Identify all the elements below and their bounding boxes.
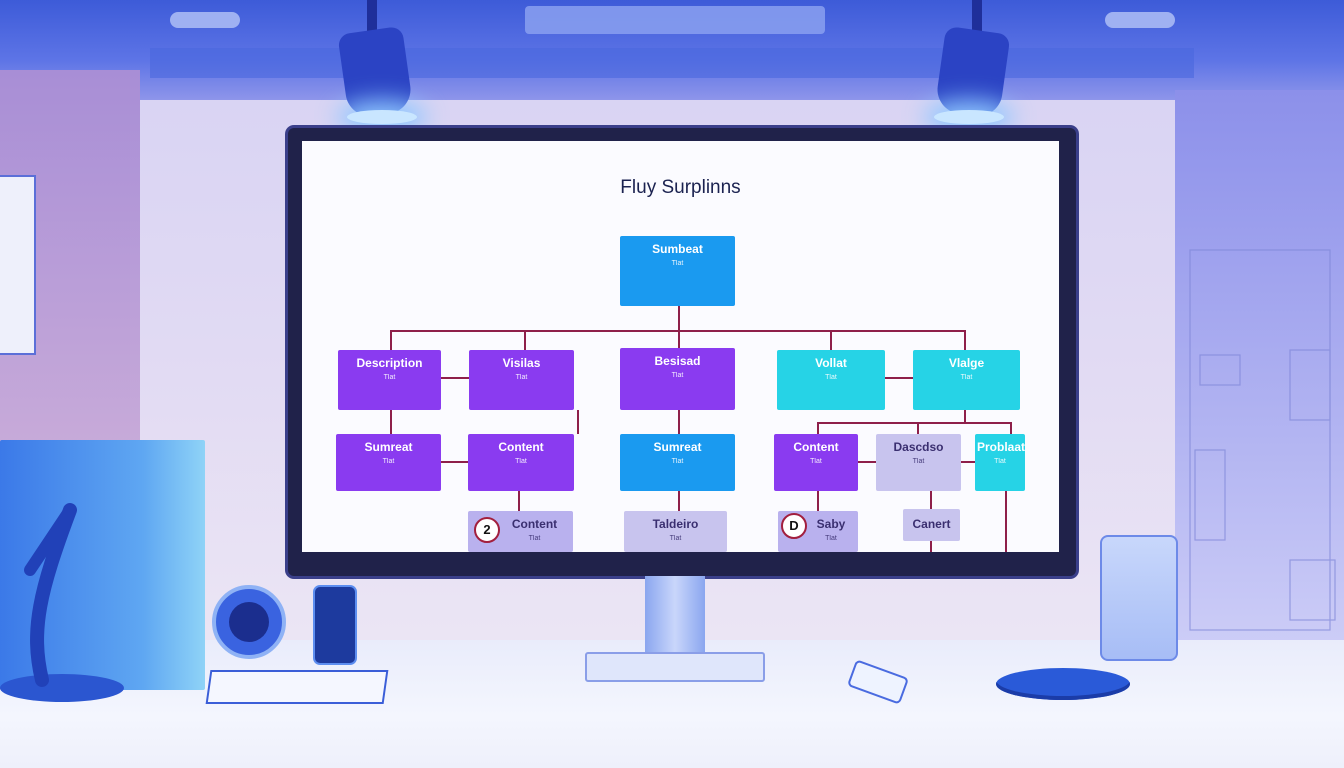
- desk-tablet: [1100, 535, 1178, 661]
- node-description: Tlat: [671, 372, 684, 379]
- node-description: Tlat: [671, 260, 684, 267]
- diagram-node-sumreat[interactable]: Sumreat Tlat: [336, 434, 441, 491]
- connector: [390, 410, 392, 434]
- diagram-node-sumreat-2[interactable]: Sumreat Tlat: [620, 434, 735, 491]
- ceiling-panel: [150, 48, 1194, 78]
- ceiling-vent: [525, 6, 825, 34]
- connector: [518, 491, 520, 511]
- monitor-screen: Fluy Surplinns Sumbeat Tlat Description …: [302, 141, 1059, 552]
- connector: [678, 306, 680, 330]
- node-description: Tlat: [825, 535, 837, 542]
- diagram-node-vollat[interactable]: Vollat Tlat: [777, 350, 885, 410]
- desk-phone: [313, 585, 357, 665]
- node-description: Tlat: [671, 458, 684, 465]
- node-title: Content: [498, 440, 544, 454]
- ceiling-light-left: [170, 12, 240, 28]
- node-badge: 2: [474, 517, 500, 543]
- connector: [830, 330, 832, 350]
- desk-speaker: [212, 585, 286, 659]
- node-description: Tlat: [960, 374, 973, 381]
- connector: [390, 330, 392, 350]
- connector: [1010, 422, 1012, 434]
- spotlight-left: [335, 0, 420, 130]
- diagram-node-taldeiro[interactable]: Taldeiro Tlat: [624, 511, 727, 552]
- node-description: Tlat: [825, 374, 837, 381]
- node-description: Tlat: [528, 535, 541, 542]
- node-description: Tlat: [515, 458, 527, 465]
- node-title: Sumbeat: [652, 242, 703, 256]
- connector: [885, 377, 913, 379]
- node-title: Content: [511, 517, 558, 531]
- connector: [678, 410, 680, 434]
- connector: [678, 491, 680, 511]
- node-title: Saby: [816, 517, 846, 531]
- diagram-node-vlalge[interactable]: Vlalge Tlat: [913, 350, 1020, 410]
- connector: [817, 491, 819, 511]
- connector: [930, 491, 932, 509]
- diagram-node-root[interactable]: Sumbeat Tlat: [620, 236, 735, 306]
- connector: [817, 422, 1012, 424]
- right-wall: [1175, 90, 1344, 690]
- desk-charging-pad: [996, 668, 1130, 700]
- connector: [817, 422, 819, 434]
- node-description: Tlat: [382, 458, 395, 465]
- node-title: Canert: [912, 517, 951, 531]
- monitor-base: [585, 652, 765, 682]
- desk-notepad: [205, 670, 389, 704]
- diagram-node-content[interactable]: Content Tlat: [468, 434, 574, 491]
- diagram-node-dascdso[interactable]: Dascdso Tlat: [876, 434, 961, 491]
- node-title: Description: [356, 356, 423, 370]
- connector: [441, 377, 469, 379]
- node-title: Vollat: [815, 356, 847, 370]
- connector: [524, 330, 526, 350]
- node-title: Content: [793, 440, 839, 454]
- desk-lamp-icon: [0, 480, 130, 710]
- diagram-node-canert[interactable]: Canert: [903, 509, 960, 541]
- diagram-node-problaat[interactable]: Problaat Tlat: [975, 434, 1025, 491]
- diagram-title: Fluy Surplinns: [620, 177, 741, 198]
- node-title: Taldeiro: [652, 517, 699, 531]
- connector: [441, 461, 469, 463]
- wall-frame: [0, 175, 36, 355]
- diagram-node-besisad[interactable]: Besisad Tlat: [620, 348, 735, 410]
- connector: [858, 461, 876, 463]
- monitor-stand: [645, 576, 705, 658]
- node-title: Dascdso: [893, 440, 944, 454]
- node-title: Visilas: [502, 356, 541, 370]
- node-title: Vlalge: [948, 356, 985, 370]
- node-description: Tlat: [669, 535, 682, 542]
- connector: [961, 461, 975, 463]
- connector: [930, 541, 932, 552]
- wall-sketch-icon: [1189, 249, 1336, 631]
- spotlight-right: [930, 0, 1015, 130]
- node-description: Tlat: [994, 458, 1006, 465]
- node-description: Tlat: [810, 458, 822, 465]
- connector: [964, 410, 966, 422]
- diagram-node-content-2[interactable]: Content Tlat: [774, 434, 858, 491]
- node-description: Tlat: [912, 458, 925, 465]
- connector: [1005, 491, 1007, 552]
- node-title: Sumreat: [364, 440, 413, 454]
- diagram-node-visilas[interactable]: Visilas Tlat: [469, 350, 574, 410]
- node-title: Sumreat: [653, 440, 702, 454]
- node-description: Tlat: [515, 374, 528, 381]
- node-description: Tlat: [383, 374, 396, 381]
- node-title: Problaat: [977, 440, 1026, 454]
- diagram-node-description[interactable]: Description Tlat: [338, 350, 441, 410]
- connector: [390, 330, 965, 332]
- node-title: Besisad: [654, 354, 701, 368]
- connector: [678, 330, 680, 348]
- node-badge: D: [781, 513, 807, 539]
- ceiling-light-right: [1105, 12, 1175, 28]
- connector: [917, 422, 919, 434]
- connector: [577, 410, 579, 434]
- connector: [964, 330, 966, 350]
